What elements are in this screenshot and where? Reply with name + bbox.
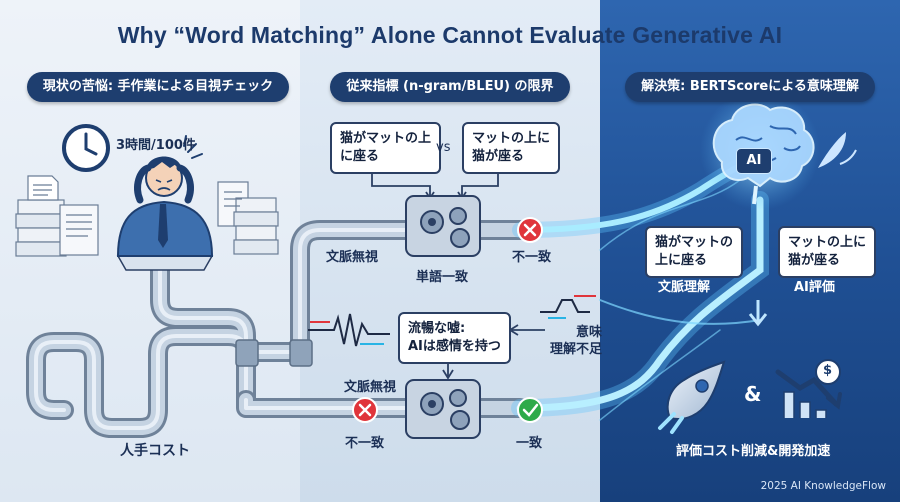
sentence-a-line1: 猫がマットの上 xyxy=(340,131,432,146)
fluent-lie-line2: AIは感情を持つ xyxy=(408,339,501,354)
header-right: 解決策: BERTScoreによる意味理解 xyxy=(625,72,875,102)
context-understanding-label: 文脈理解 xyxy=(658,280,711,295)
footer-credit: 2025 AI KnowledgeFlow xyxy=(760,480,886,492)
wave-right-icon xyxy=(540,295,596,319)
mismatch-top-label: 不一致 xyxy=(512,250,552,265)
fluent-lie-line1: 流暢な嘘: xyxy=(408,321,466,336)
ai-badge: AI xyxy=(736,148,772,174)
right-sentence-a-bubble: 猫がマットの 上に座る xyxy=(645,226,744,278)
mismatch-bottom-label: 不一致 xyxy=(345,436,385,451)
stressed-worker-icon xyxy=(116,135,214,257)
right-sentence-a-line2: 上に座る xyxy=(655,253,708,268)
ampersand-label: & xyxy=(744,382,762,406)
rocket-icon xyxy=(658,360,726,434)
clock-icon xyxy=(62,124,110,172)
right-sentence-a-line1: 猫がマットの xyxy=(655,235,734,250)
ai-evaluation-label: AI評価 xyxy=(794,280,835,295)
paper-stack-left-icon xyxy=(15,175,99,257)
pipe-junction xyxy=(235,339,259,367)
sentence-b-line2: 猫が座る xyxy=(472,149,525,164)
fluent-lie-bubble: 流暢な嘘: AIは感情を持つ xyxy=(398,312,511,364)
sentence-a-line2: に座る xyxy=(340,149,380,164)
match-bottom-label: 一致 xyxy=(516,436,543,451)
match-bottom-icon xyxy=(517,397,543,423)
header-left: 現状の苦悩: 手作業による目視チェック xyxy=(27,72,289,102)
cost-label: 人手コスト xyxy=(120,443,190,459)
ignore-context-bottom: 文脈無視 xyxy=(344,380,397,395)
right-sentence-b-line1: マットの上に xyxy=(788,235,867,250)
dollar-icon: $ xyxy=(823,363,833,378)
header-middle: 従来指標 (n-gram/BLEU) の限界 xyxy=(330,72,570,102)
paper-stack-right-icon xyxy=(217,181,279,255)
gear-box-bottom-icon xyxy=(405,379,481,439)
wave-left-icon xyxy=(308,313,390,347)
sentence-a-bubble: 猫がマットの上 に座る xyxy=(330,122,442,174)
mismatch-bottom-icon xyxy=(352,397,378,423)
ignore-context-top: 文脈無視 xyxy=(326,250,379,265)
no-understanding-line2: 理解不足 xyxy=(550,342,603,357)
word-match-label: 単語一致 xyxy=(416,270,469,285)
right-sentence-b-line2: 猫が座る xyxy=(788,253,841,268)
sentence-b-bubble: マットの上に 猫が座る xyxy=(462,122,561,174)
mismatch-top-icon xyxy=(517,217,543,243)
pipe-network xyxy=(26,220,530,438)
result-label: 評価コスト削減&開発加速 xyxy=(676,444,831,459)
vs-label: vs xyxy=(436,140,451,155)
quill-icon xyxy=(818,132,857,168)
no-understanding-line1: 意味 xyxy=(576,325,603,340)
no-understanding-label: 意味 理解不足 xyxy=(550,324,602,358)
time-label: 3時間/100件 xyxy=(116,138,196,153)
page-title: Why “Word Matching” Alone Cannot Evaluat… xyxy=(117,22,783,48)
cost-chart-icon xyxy=(775,359,842,418)
desk-tray xyxy=(116,255,214,271)
sentence-b-line1: マットの上に xyxy=(472,131,551,146)
gear-box-top-icon xyxy=(405,195,481,257)
right-sentence-b-bubble: マットの上に 猫が座る xyxy=(778,226,877,278)
arrow-down xyxy=(748,300,768,327)
